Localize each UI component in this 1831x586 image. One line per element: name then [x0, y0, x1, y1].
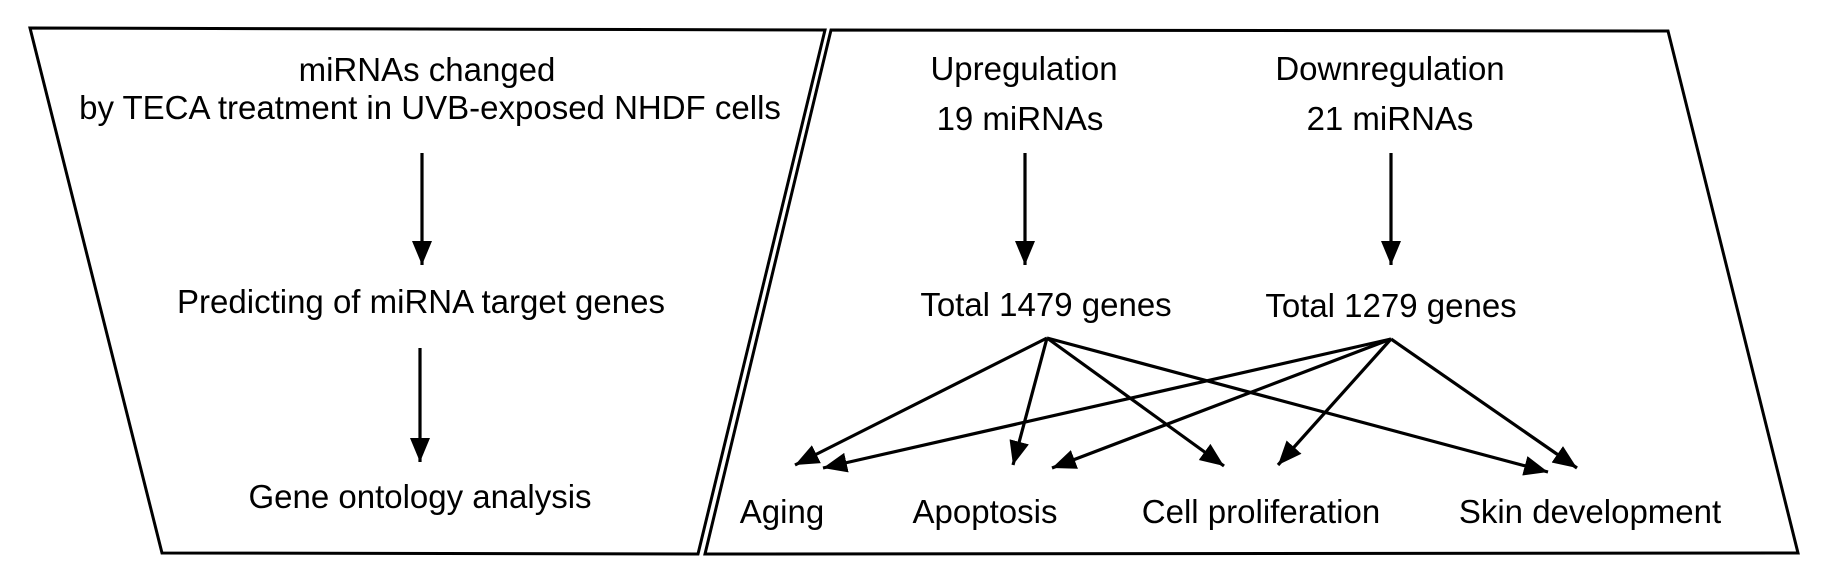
arrow-total1479-to-aging — [794, 336, 1048, 467]
upregulation-total-genes: Total 1479 genes — [920, 286, 1172, 324]
right-panel-outline — [703, 28, 1800, 556]
left-panel-step-predicting: Predicting of miRNA target genes — [177, 283, 665, 321]
arrow-total1279-to-cell-proliferation — [1276, 337, 1393, 467]
downregulation-total-genes: Total 1279 genes — [1265, 287, 1517, 325]
arrow-total1279-to-aging — [822, 337, 1392, 473]
downregulation-label: Downregulation — [1275, 50, 1505, 88]
left-panel-title-line1: miRNAs changed — [298, 51, 556, 89]
arrow-total1479-to-apoptosis — [1009, 337, 1049, 466]
left-panel-title-line2: by TECA treatment in UVB-exposed NHDF ce… — [79, 89, 781, 127]
go-term-cell-proliferation: Cell proliferation — [1141, 493, 1381, 531]
go-term-apoptosis: Apoptosis — [912, 493, 1058, 531]
left-panel-outline — [28, 26, 827, 556]
arrow-total1279-to-apoptosis — [1051, 337, 1392, 470]
arrow-total1479-to-cell-proliferation — [1046, 336, 1225, 468]
upregulation-label: Upregulation — [930, 50, 1118, 88]
go-term-skin-development: Skin development — [1458, 493, 1722, 531]
go-term-aging: Aging — [739, 493, 825, 531]
upregulation-count: 19 miRNAs — [936, 100, 1104, 138]
downregulation-count: 21 miRNAs — [1306, 100, 1474, 138]
arrow-total1479-to-skin-development — [1046, 336, 1549, 476]
arrow-total1279-to-skin-development — [1390, 337, 1578, 470]
left-panel-step-gene-ontology: Gene ontology analysis — [248, 478, 592, 516]
